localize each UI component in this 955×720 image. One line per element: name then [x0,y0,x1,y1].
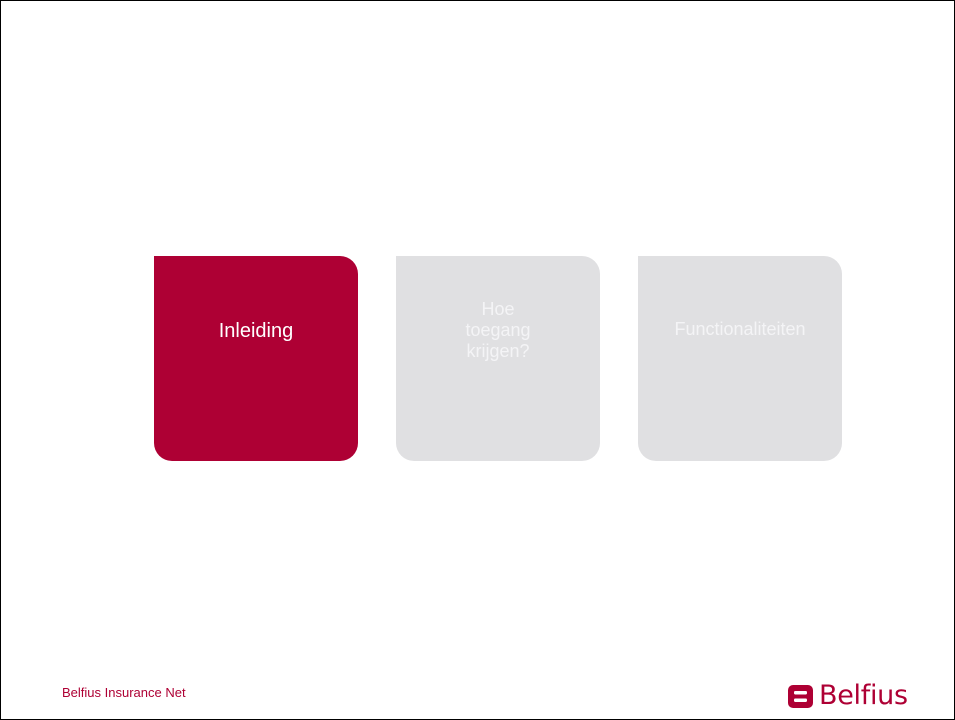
belfius-logo-icon [788,684,813,708]
card-hoe-toegang-krijgen[interactable]: Hoe toegang krijgen? [396,256,600,461]
card-inleiding-label: Inleiding [218,320,294,342]
card-label-line: toegang [465,320,531,340]
card-functionaliteiten[interactable]: Functionaliteiten [638,256,842,461]
belfius-logo: Belfius [788,681,908,711]
card-label-line: krijgen? [466,341,530,361]
card-hoe-toegang-krijgen-label: Hoe toegang krijgen? [465,299,530,362]
card-inleiding[interactable]: Inleiding [154,256,358,461]
card-functionaliteiten-label: Functionaliteiten [674,319,806,339]
footer-text: Belfius Insurance Net [62,685,186,700]
card-label-line: Hoe [481,299,515,319]
belfius-logo-text: Belfius [819,680,908,711]
